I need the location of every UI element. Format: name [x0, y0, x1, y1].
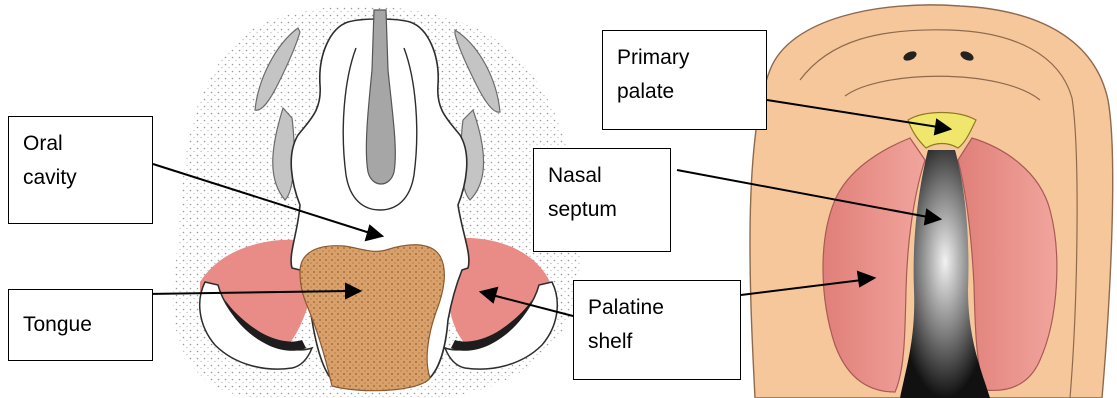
- coronal-section-figure: [173, 6, 581, 398]
- label-nasal-septum: Nasal septum: [533, 148, 671, 252]
- label-tongue-line-1: Tongue: [23, 308, 138, 342]
- label-tongue: Tongue: [8, 289, 153, 361]
- label-primary-palate: Primary palate: [602, 30, 767, 130]
- palatal-view-figure: [750, 5, 1113, 398]
- label-palatine-shelf: Palatine shelf: [573, 280, 741, 380]
- label-primary-palate-line-1: Primary: [617, 41, 752, 75]
- label-oral-cavity: Oral cavity: [8, 116, 153, 224]
- label-primary-palate-line-2: palate: [617, 75, 752, 109]
- label-palatine-shelf-line-2: shelf: [588, 325, 726, 359]
- label-oral-cavity-line-2: cavity: [23, 161, 138, 195]
- label-oral-cavity-line-1: Oral: [23, 127, 138, 161]
- label-palatine-shelf-line-1: Palatine: [588, 291, 726, 325]
- label-nasal-septum-line-1: Nasal: [548, 159, 656, 193]
- label-nasal-septum-line-2: septum: [548, 193, 656, 227]
